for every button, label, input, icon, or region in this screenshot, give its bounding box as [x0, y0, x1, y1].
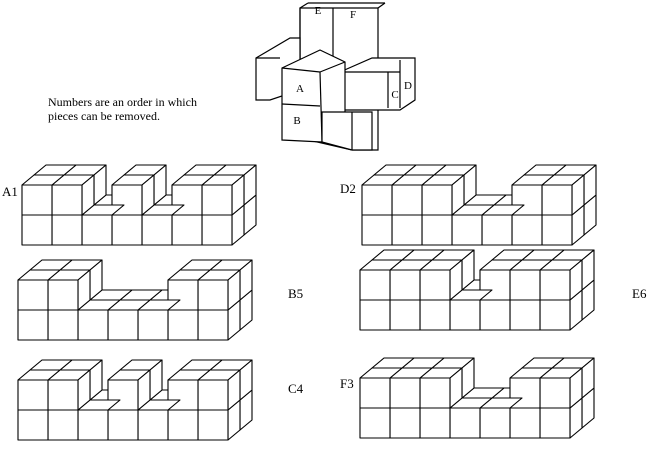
cube-front-face [21, 184, 53, 216]
cube-front-face [419, 377, 451, 409]
cube-front-face [419, 299, 451, 331]
cube-front-face [141, 214, 173, 246]
cube-front-face [47, 379, 79, 411]
cube-front-face [81, 214, 113, 246]
cube-front-face [107, 409, 139, 441]
cube-front-face [509, 299, 541, 331]
cube-front-face [17, 279, 49, 311]
piece-d2 [361, 164, 597, 246]
cube-front-face [389, 299, 421, 331]
cube-front-face [111, 214, 143, 246]
cube-front-face [389, 269, 421, 301]
cube-front-face [167, 309, 199, 341]
cube-front-face [539, 299, 571, 331]
cube-front-face [449, 407, 481, 439]
cube-front-face [421, 214, 453, 246]
assembly-label-a: A [296, 83, 304, 95]
cube-front-face [359, 407, 391, 439]
cube-front-face [167, 409, 199, 441]
cube-front-face [541, 184, 573, 216]
assembly-label-e: E [315, 5, 322, 17]
cube-front-face [197, 309, 229, 341]
cube-front-face [77, 309, 109, 341]
cube-front-face [197, 409, 229, 441]
cube-front-face [201, 184, 233, 216]
cube-front-face [361, 214, 393, 246]
cube-front-face [107, 309, 139, 341]
cube-front-face [391, 214, 423, 246]
cube-front-face [419, 269, 451, 301]
cube-front-face [137, 409, 169, 441]
piece-label-d2: D2 [340, 181, 356, 196]
piece-e6 [359, 249, 595, 331]
assembly-label-b: B [293, 115, 300, 127]
cube-front-face [419, 407, 451, 439]
cube-front-face [449, 299, 481, 331]
cube-front-face [509, 269, 541, 301]
cube-front-face [171, 214, 203, 246]
assembly-label-f: F [350, 9, 356, 21]
cube-front-face [541, 214, 573, 246]
piece-label-b5: B5 [288, 286, 303, 301]
cube-front-face [51, 214, 83, 246]
piece-label-f3: F3 [340, 376, 354, 391]
cube-front-face [47, 279, 79, 311]
cube-front-face [137, 309, 169, 341]
caption-line-2: pieces can be removed. [48, 109, 160, 123]
cube-front-face [201, 214, 233, 246]
cube-front-face [21, 214, 53, 246]
cube-front-face [391, 184, 423, 216]
cube-front-face [479, 299, 511, 331]
assembly-label-d: D [404, 80, 412, 92]
piece-a1 [21, 164, 257, 246]
cube-front-face [539, 407, 571, 439]
piece-label-c4: C4 [288, 381, 304, 396]
piece-label-e6: E6 [632, 286, 647, 301]
cube-front-face [17, 379, 49, 411]
assembly-label-c: C [391, 89, 398, 101]
caption-line-1: Numbers are an order in which [48, 95, 197, 109]
assembled-puzzle [255, 2, 416, 151]
cube-front-face [359, 269, 391, 301]
piece-f3 [359, 357, 595, 439]
cube-front-face [197, 379, 229, 411]
cube-front-face [509, 407, 541, 439]
cube-front-face [359, 377, 391, 409]
cube-front-face [359, 299, 391, 331]
cube-front-face [389, 377, 421, 409]
cube-front-face [77, 409, 109, 441]
cube-front-face [361, 184, 393, 216]
cube-front-face [539, 269, 571, 301]
cube-front-face [539, 377, 571, 409]
cube-front-face [479, 407, 511, 439]
cube-front-face [197, 279, 229, 311]
cube-front-face [451, 214, 483, 246]
piece-b5 [17, 259, 253, 341]
cube-front-face [389, 407, 421, 439]
cube-front-face [17, 409, 49, 441]
cube-front-face [51, 184, 83, 216]
cube-front-face [481, 214, 513, 246]
cube-front-face [47, 309, 79, 341]
cube-front-face [511, 214, 543, 246]
cube-front-face [47, 409, 79, 441]
piece-c4 [17, 359, 253, 441]
piece-label-a1: A1 [2, 184, 18, 199]
cube-front-face [17, 309, 49, 341]
cube-front-face [421, 184, 453, 216]
